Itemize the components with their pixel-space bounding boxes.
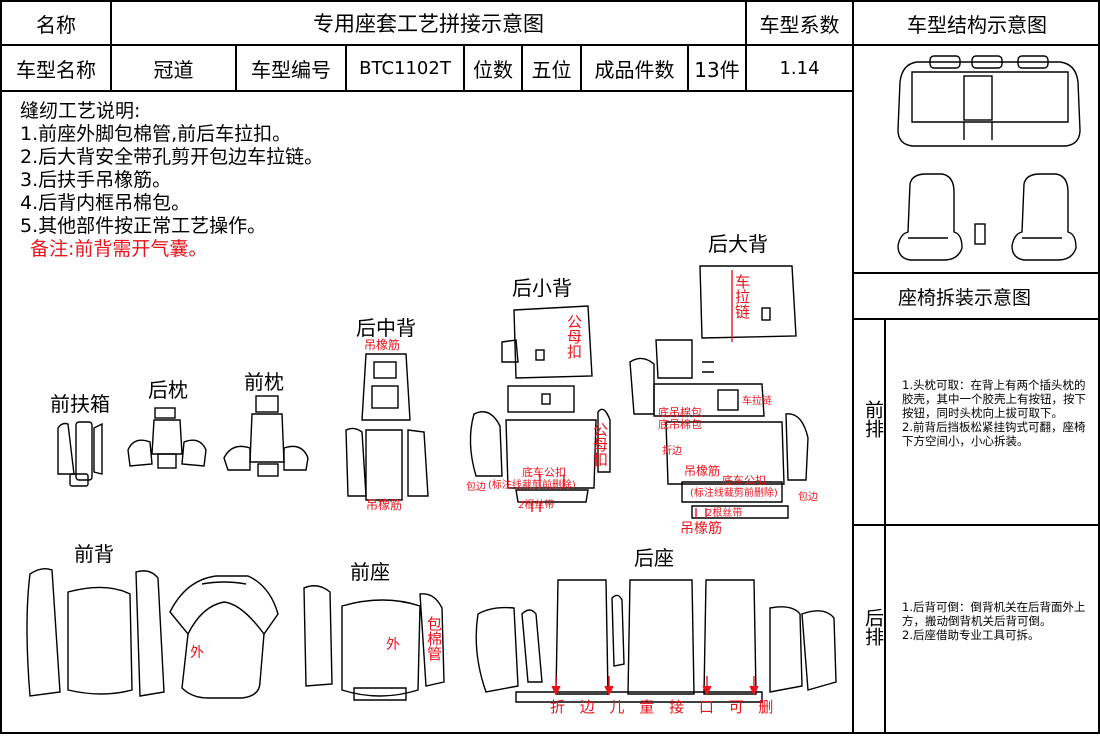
- model-name-label: 车型名称: [16, 57, 96, 82]
- rear-seat-bottom-note: 折 边 儿 童 接 口 可 删: [550, 698, 774, 716]
- bottom-hang-cotton-2: 底吊棉包: [658, 418, 702, 431]
- hang-elastic-top: 吊橡筋: [364, 338, 401, 352]
- root-ribbon-1: 2根丝带: [518, 500, 555, 511]
- model-code: BTC1102T: [359, 57, 451, 79]
- seats-value: 五位: [531, 57, 572, 82]
- rear-seat-pieces: [475, 579, 837, 703]
- hang-elastic-mid: 吊橡筋: [684, 464, 721, 478]
- bottom-male-buckle-1: 底车公扣: [522, 466, 566, 479]
- struct-label: 车型结构示意图: [907, 12, 1047, 37]
- bottom-hang-cotton-1: 底吊棉包: [658, 406, 702, 419]
- rear-seat-arrows: [531, 502, 759, 696]
- car-zipper: 车拉链: [733, 274, 751, 319]
- bottom-male-buckle-2: 底车公扣: [722, 474, 766, 487]
- model-code-label-cell: 车型编号: [237, 46, 347, 92]
- pieces-label-cell: 成品件数: [582, 46, 689, 92]
- front-headrest-pieces: [223, 395, 309, 477]
- rear-small-back-pieces: [469, 305, 611, 503]
- model-code-label: 车型编号: [251, 57, 331, 82]
- outside-1: 外: [190, 645, 204, 661]
- right-divider-3: [854, 524, 1100, 526]
- notes-heading: 缝纫工艺说明:: [20, 100, 141, 122]
- note-item: 1.前座外脚包棉管,前后车拉扣。: [20, 123, 292, 145]
- front-seat-pieces: [303, 585, 445, 701]
- front-row-label: 前排: [862, 400, 884, 438]
- rear-headrest-label: 后枕: [148, 378, 188, 402]
- remark: 备注:前背需开气囊。: [30, 238, 208, 260]
- rear-row-label: 后排: [862, 608, 884, 646]
- model-name-cell: 冠道: [112, 46, 237, 92]
- name-label: 名称: [36, 12, 76, 37]
- note-item: 2.后大背安全带孔剪开包边车拉链。: [20, 146, 324, 168]
- fold-edge: 折边: [662, 446, 682, 457]
- rear-row-text: 1.后背可倒：倒背机关在后背面外上方，搬动倒背机关后背可倒。 2.后座借助专业工…: [902, 600, 1086, 642]
- coef-label-cell: 车型系数: [747, 2, 854, 46]
- right-divider-2: [854, 318, 1100, 320]
- front-back-label: 前背: [74, 542, 114, 566]
- coef-label: 车型系数: [759, 12, 840, 37]
- zipper-small: 车拉链: [742, 396, 772, 407]
- hang-elastic-bottom: 吊橡筋: [366, 498, 403, 512]
- rear-middle-back-label: 后中背: [356, 316, 416, 340]
- seats-label: 位数: [473, 57, 513, 82]
- right-divider-v1: [884, 318, 886, 734]
- mark-note-2: (标注线裁剪前删除): [690, 488, 778, 499]
- pieces-label: 成品件数: [594, 57, 675, 82]
- root-ribbon-2: 2根丝带: [706, 508, 743, 519]
- front-headrest-label: 前枕: [244, 370, 284, 394]
- sewing-notes: 缝纫工艺说明: 1.前座外脚包棉管,前后车拉扣。 2.后大背安全带孔剪开包边车拉…: [20, 100, 323, 261]
- male-female-buckle-1: 公母扣: [565, 314, 583, 359]
- disassembly-label: 座椅拆装示意图: [898, 287, 1032, 309]
- note-item: 4.后背内框吊棉包。: [20, 192, 191, 214]
- note-item: 5.其他部件按正常工艺操作。: [20, 215, 267, 237]
- wrap-cotton-pipe: 包棉管: [425, 616, 443, 661]
- note-item: 3.后扶手吊橡筋。: [20, 169, 172, 191]
- rear-middle-back-pieces: [345, 353, 429, 501]
- coefficient-value: 1.14: [779, 57, 820, 79]
- hang-elastic-right: 吊橡筋: [680, 521, 722, 537]
- mark-note-1: (标注线裁剪前删除): [488, 480, 576, 491]
- rear-big-back-label: 后大背: [708, 232, 768, 256]
- outside-2: 外: [386, 637, 400, 653]
- front-seat-label: 前座: [350, 560, 390, 584]
- edge-1: 包边: [466, 482, 486, 493]
- model-code-cell: BTC1102T: [347, 46, 465, 92]
- seats-label-cell: 位数: [465, 46, 523, 92]
- title-cell: 专用座套工艺拼接示意图: [112, 2, 747, 46]
- car-structure-sketch: [897, 55, 1081, 261]
- rear-headrest-pieces: [127, 407, 207, 469]
- model-name: 冠道: [153, 57, 194, 82]
- rear-big-back-pieces: [629, 265, 809, 519]
- right-panel: [852, 46, 854, 734]
- seats-cell: 五位: [523, 46, 582, 92]
- front-armrest-pieces: [57, 421, 103, 487]
- page-title: 专用座套工艺拼接示意图: [313, 12, 544, 36]
- model-name-label-cell: 车型名称: [2, 46, 112, 92]
- front-back-pieces: [26, 567, 279, 699]
- front-armrest-label: 前扶箱: [50, 392, 110, 416]
- rear-seat-label: 后座: [634, 546, 674, 570]
- rear-small-back-label: 后小背: [512, 276, 572, 300]
- pieces-value: 13件: [694, 57, 740, 82]
- front-row-text: 1.头枕可取：在背上有两个插头枕的胶壳，其中一个胶壳上有按钮，按下按钮，同时头枕…: [902, 378, 1086, 448]
- male-female-buckle-2: 公母扣: [591, 422, 609, 467]
- struct-label-cell: 车型结构示意图: [854, 2, 1100, 46]
- right-divider-1: [854, 272, 1100, 274]
- pieces-cell: 13件: [689, 46, 747, 92]
- name-label-cell: 名称: [2, 2, 112, 46]
- edge-2: 包边: [798, 492, 818, 503]
